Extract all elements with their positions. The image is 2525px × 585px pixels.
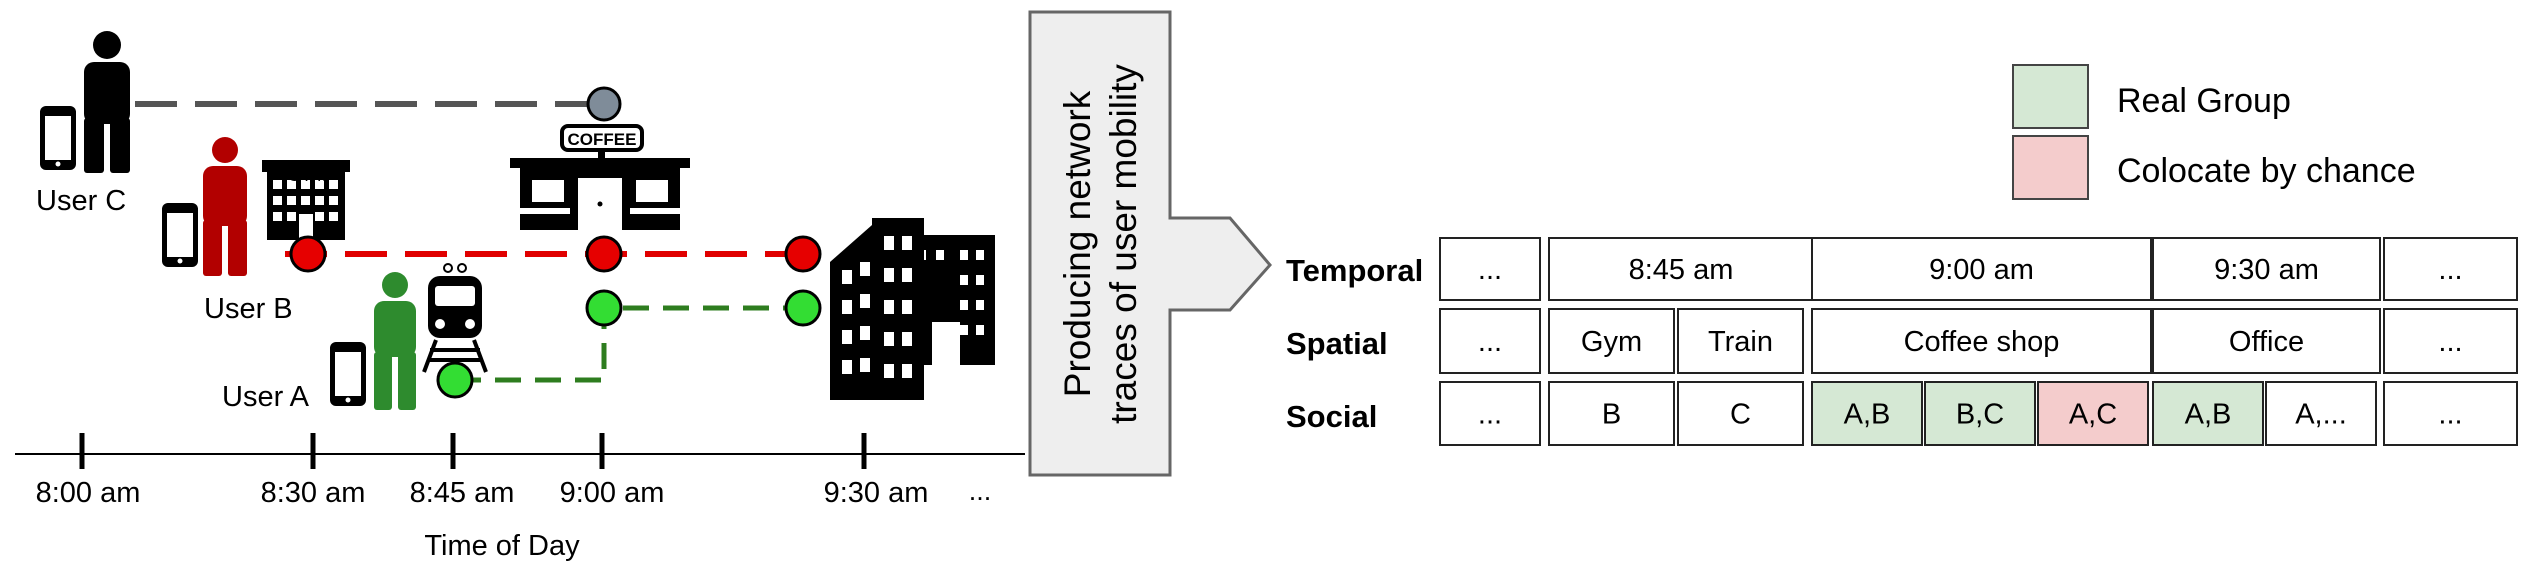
user-b-coffee-dot — [585, 235, 623, 273]
social-cell — [2037, 381, 2149, 446]
arrow-caption: Producing network traces of user mobilit… — [1057, 64, 1144, 424]
arrow-caption-line2: traces of user mobility — [1103, 64, 1144, 424]
spatial-cell-text: Coffee shop — [1904, 326, 2060, 358]
user-b-phone-icon — [162, 203, 198, 267]
row-label-temporal: Temporal — [1286, 253, 1423, 288]
user-a-office-dot — [784, 289, 822, 327]
temporal-cell — [2383, 237, 2518, 301]
tick-label-830: 8:30 am — [261, 477, 366, 509]
spatial-cell — [2383, 308, 2518, 374]
social-cell — [2265, 381, 2377, 446]
user-a-phone-icon — [330, 342, 366, 406]
social-cell-text: B,C — [1956, 399, 2004, 431]
row-label-spatial: Spatial — [1286, 326, 1388, 361]
tick-label-845: 8:45 am — [410, 477, 515, 509]
social-cell — [1811, 381, 1923, 446]
user-b-label: User B — [204, 293, 293, 325]
temporal-cell-text: 8:45 am — [1629, 254, 1734, 286]
temporal-cell-text: ... — [2438, 254, 2462, 286]
social-cell-text: C — [1730, 399, 1751, 431]
temporal-cell — [2152, 237, 2381, 301]
office-buildings-icon — [830, 218, 995, 400]
spatial-cell — [1677, 308, 1804, 374]
temporal-cell-text: ... — [1478, 254, 1502, 286]
legend-colocate-label: Colocate by chance — [2117, 152, 2416, 190]
legend-real-group-swatch — [2012, 64, 2089, 129]
social-cell — [1924, 381, 2036, 446]
user-c-phone-icon — [40, 106, 76, 170]
social-cell — [1677, 381, 1804, 446]
spatial-cell-text: Gym — [1581, 326, 1642, 358]
social-cell — [1439, 381, 1541, 446]
social-cell-text: A,B — [2185, 399, 2232, 431]
user-c-coffee-dot — [586, 86, 622, 122]
social-cell — [1548, 381, 1675, 446]
social-cell-text: A,C — [2069, 399, 2117, 431]
tick-label-930: 9:30 am — [824, 477, 929, 509]
user-b-person-icon — [203, 137, 247, 276]
gym-sign-text: GYM — [288, 166, 327, 185]
user-c-label: User C — [36, 185, 126, 217]
coffee-shop-icon: COFFEE — [510, 124, 690, 230]
tick-label-800: 8:00 am — [36, 477, 141, 509]
user-a-train-dot — [436, 361, 474, 399]
row-label-social: Social — [1286, 399, 1377, 434]
legend-real-group-label: Real Group — [2117, 82, 2291, 120]
social-cell-text: B — [1602, 399, 1621, 431]
temporal-cell-text: 9:00 am — [1929, 254, 2034, 286]
legend-colocate-swatch — [2012, 135, 2089, 200]
social-cell — [2152, 381, 2264, 446]
temporal-cell-text: 9:30 am — [2214, 254, 2319, 286]
spatial-cell-text: Train — [1708, 326, 1773, 358]
spatial-cell-text: Office — [2229, 326, 2304, 358]
trace-table: ... 8:45 am 9:00 am 9:30 am...... Gym Train Co… — [1439, 237, 2518, 446]
user-a-label: User A — [222, 381, 310, 413]
user-a-person-icon — [374, 272, 416, 410]
coffee-sign-text: COFFEE — [568, 130, 637, 149]
user-b-gym-dot — [289, 235, 327, 273]
axis-title: Time of Day — [424, 530, 580, 562]
tick-label-ellipsis: ... — [969, 476, 992, 506]
social-cell-text: ... — [2438, 399, 2462, 431]
social-cell-text: ... — [1478, 399, 1502, 431]
time-axis-ticks — [79, 433, 867, 469]
social-cell-text: A,... — [2295, 399, 2347, 431]
spatial-cell — [1548, 308, 1675, 374]
spatial-cell — [2152, 308, 2381, 374]
user-a-path — [455, 305, 800, 383]
process-arrow — [1028, 10, 1272, 477]
spatial-cell-text: ... — [2438, 326, 2462, 358]
gym-building-icon: GYM — [262, 160, 350, 240]
spatial-cell — [1811, 308, 2152, 374]
spatial-cell-text: ... — [1478, 326, 1502, 358]
tick-label-900: 9:00 am — [560, 477, 665, 509]
spatial-cell — [1439, 308, 1541, 374]
user-c-person-icon — [84, 31, 130, 173]
temporal-cell — [1439, 237, 1541, 301]
social-cell — [2383, 381, 2518, 446]
train-icon — [422, 263, 488, 373]
user-a-coffee-dot — [585, 289, 623, 327]
arrow-caption-line1: Producing network — [1057, 90, 1098, 397]
user-b-office-dot — [784, 235, 822, 273]
temporal-cell — [1811, 237, 2152, 301]
social-cell-text: A,B — [1844, 399, 1891, 431]
